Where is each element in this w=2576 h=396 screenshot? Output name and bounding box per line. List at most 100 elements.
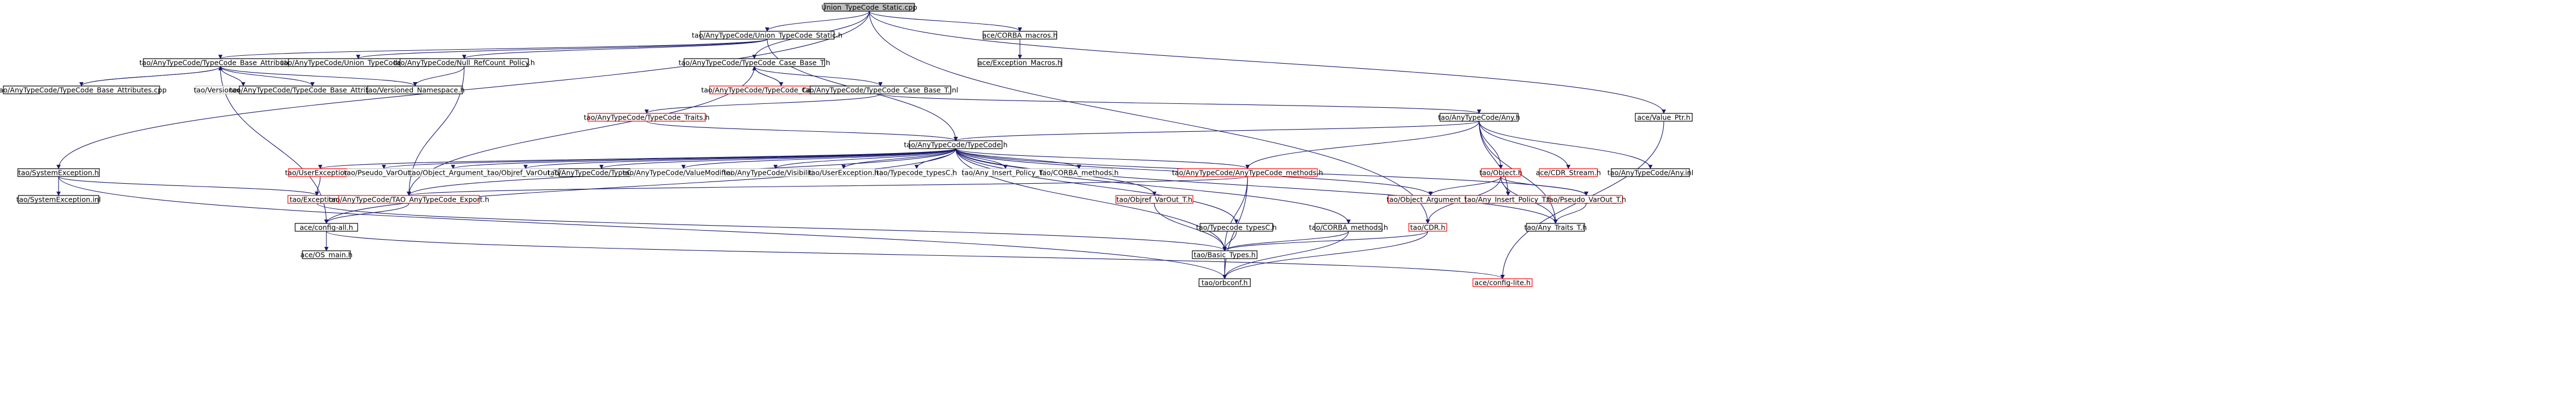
node-box[interactable]: [338, 195, 480, 204]
node-box[interactable]: [1549, 195, 1623, 204]
node-box[interactable]: [1200, 223, 1273, 232]
node-exception_h[interactable]: tao/Exception.h: [287, 195, 346, 204]
node-root[interactable]: Union_TypeCode_Static.cpp: [821, 3, 917, 12]
node-box[interactable]: [1192, 250, 1258, 259]
node-corba_methods[interactable]: tao/CORBA_methods.h: [1309, 223, 1388, 232]
node-config_lite[interactable]: ace/config-lite.h: [1472, 278, 1533, 287]
edge-any_tc_methods-to-tao_export: [407, 176, 1248, 196]
node-label: tao/UserException.h: [285, 168, 355, 176]
node-pseudo_varout[interactable]: tao/Pseudo_VarOut_T.h: [1546, 195, 1626, 204]
node-box[interactable]: [812, 168, 875, 177]
node-box[interactable]: [1481, 168, 1521, 177]
node-null_rc[interactable]: tao/AnyTypeCode/Null_RefCount_Policy.h: [393, 58, 535, 67]
node-userexc_h[interactable]: tao/UserException.h: [285, 168, 355, 177]
node-corba_methods_gray[interactable]: tao/CORBA_methods.h: [1039, 168, 1119, 177]
node-any_inl[interactable]: tao/AnyTypeCode/Any.inl: [1607, 168, 1693, 177]
node-any_insert_gray[interactable]: tao/Any_Insert_Policy_T.h: [962, 168, 1049, 177]
node-label: tao/Objref_VarOut_T.h: [1116, 195, 1192, 203]
node-label: tao/Object.h: [1479, 168, 1522, 176]
node-box[interactable]: [909, 140, 1003, 149]
node-box[interactable]: [1408, 223, 1447, 232]
node-label: ace/OS_main.h: [300, 250, 353, 259]
node-box[interactable]: [367, 85, 463, 94]
node-label: tao/SystemException.h: [18, 168, 99, 176]
node-label: tao/Any_Traits_T.h: [1524, 223, 1587, 231]
node-visibility[interactable]: tao/AnyTypeCode/VisibilityC.h: [724, 168, 827, 177]
node-orbconf[interactable]: tao/orbconf.h: [1198, 278, 1251, 287]
node-objref_varout[interactable]: tao/Objref_VarOut_T.h: [1115, 195, 1193, 204]
node-box[interactable]: [399, 58, 529, 67]
node-corba_macros[interactable]: ace/CORBA_macros.h: [983, 31, 1058, 40]
node-typecode_types[interactable]: tao/Typecode_typesC.h: [1196, 223, 1277, 232]
node-box[interactable]: [3, 85, 160, 94]
edge-objref_varout-to-basic_types: [1154, 203, 1227, 251]
node-box[interactable]: [1115, 195, 1193, 204]
node-tcb_attr_cpp[interactable]: tao/AnyTypeCode/TypeCode_Base_Attributes…: [0, 85, 167, 94]
node-any_tc_methods[interactable]: tao/AnyTypeCode/AnyTypeCode_methods.h: [1172, 168, 1323, 177]
node-config_all[interactable]: ace/config-all.h: [295, 223, 358, 232]
node-obj_arg[interactable]: tao/Object_Argument_T.h: [1386, 195, 1475, 204]
node-box[interactable]: [295, 223, 358, 232]
node-cdr_h[interactable]: tao/CDR.h: [1408, 223, 1447, 232]
node-basic_types[interactable]: tao/Basic_Types.h: [1192, 250, 1258, 259]
node-typecode_h[interactable]: tao/AnyTypeCode/TypeCode.h: [904, 140, 1008, 149]
node-box[interactable]: [1472, 278, 1533, 287]
node-tccb_t_inl[interactable]: tao/AnyTypeCode/TypeCode_Case_Base_T.inl: [803, 85, 959, 94]
node-exc_macros[interactable]: ace/Exception_Macros.h: [978, 58, 1062, 67]
node-box[interactable]: [1177, 168, 1318, 177]
node-label: tao/AnyTypeCode/Union_TypeCode_Static.in…: [281, 58, 435, 66]
node-box[interactable]: [17, 168, 100, 177]
edge-any_h-to-any_tc_methods: [1245, 121, 1480, 169]
node-box[interactable]: [978, 58, 1062, 67]
dependency-nodes: Union_TypeCode_Static.cpp tao/AnyTypeCode…: [0, 3, 1693, 287]
node-tcb_attr_inl[interactable]: tao/AnyTypeCode/TypeCode_Base_Attributes…: [229, 85, 396, 94]
node-vns[interactable]: tao/Versioned_Namespace.h: [365, 85, 465, 94]
node-box[interactable]: [18, 195, 99, 204]
edge-typecode_h-to-obj_arg_gray: [451, 148, 956, 169]
node-box[interactable]: [700, 31, 835, 40]
node-any_traits[interactable]: tao/Any_Traits_T.h: [1524, 223, 1587, 232]
node-sysexc_inl[interactable]: tao/SystemException.inl: [16, 195, 101, 204]
node-box[interactable]: [1315, 223, 1383, 232]
node-box[interactable]: [810, 85, 951, 94]
node-label: tao/Any_Insert_Policy_T.h: [962, 168, 1049, 176]
node-box[interactable]: [1611, 168, 1690, 177]
node-box[interactable]: [683, 58, 825, 67]
node-box[interactable]: [302, 250, 351, 259]
node-typecode_inl[interactable]: tao/AnyTypeCode/TypeCode.inl: [548, 168, 656, 177]
edge-typecode_h-to-any_insert_gray: [955, 148, 1008, 169]
node-uts_h[interactable]: tao/AnyTypeCode/Union_TypeCode_Static.h: [692, 31, 842, 40]
node-label: tao/CORBA_methods.h: [1309, 223, 1388, 231]
node-userexc_gray[interactable]: tao/UserException.h: [808, 168, 879, 177]
node-tc_traits[interactable]: tao/AnyTypeCode/TypeCode_Traits.h: [584, 113, 710, 122]
node-box[interactable]: [880, 168, 954, 177]
node-os_main[interactable]: ace/OS_main.h: [300, 250, 353, 259]
node-objref_varout_gray[interactable]: tao/Objref_VarOut_T.h: [487, 168, 564, 177]
node-label: tao/AnyTypeCode/TypeCode_Case_Base_T.inl: [803, 85, 959, 94]
edge-corba_methods-to-basic_types: [1222, 231, 1349, 251]
node-obj_arg_gray[interactable]: tao/Object_Argument_T.h: [409, 168, 497, 177]
node-box[interactable]: [1635, 113, 1693, 122]
edge-tao_export-to-config_all: [324, 203, 410, 224]
node-box[interactable]: [1526, 223, 1585, 232]
node-sysexc_h[interactable]: tao/SystemException.h: [17, 168, 100, 177]
node-box[interactable]: [588, 113, 706, 122]
node-box[interactable]: [983, 31, 1057, 40]
node-tccb_t_h[interactable]: tao/AnyTypeCode/TypeCode_Case_Base_T.h: [678, 58, 830, 67]
node-any_insert[interactable]: tao/Any_Insert_Policy_T.h: [1465, 195, 1552, 204]
node-typecode_types_gray[interactable]: tao/Typecode_typesC.h: [877, 168, 957, 177]
node-tcb_attr_h[interactable]: tao/AnyTypeCode/TypeCode_Base_Attributes…: [139, 58, 301, 67]
node-cdr_stream[interactable]: ace/CDR_Stream.h: [1536, 168, 1601, 177]
node-any_h[interactable]: tao/AnyTypeCode/Any.h: [1438, 113, 1520, 122]
edge-any_h-to-cdr_stream: [1479, 121, 1571, 169]
node-tao_export[interactable]: tao/AnyTypeCode/TAO_AnyTypeCode_Export.h: [329, 195, 489, 204]
node-label: tao/Pseudo_VarOut_T.h: [344, 168, 423, 176]
node-box[interactable]: [824, 3, 915, 12]
node-box[interactable]: [1198, 278, 1251, 287]
node-box[interactable]: [1539, 168, 1598, 177]
node-box[interactable]: [1439, 113, 1519, 122]
node-object_h[interactable]: tao/Object.h: [1479, 168, 1523, 177]
node-box[interactable]: [1045, 168, 1113, 177]
node-value_ptr[interactable]: ace/Value_Ptr.h: [1635, 113, 1693, 122]
edge-tcb_attr_cpp-to-tcb_attr_h: [81, 66, 223, 87]
